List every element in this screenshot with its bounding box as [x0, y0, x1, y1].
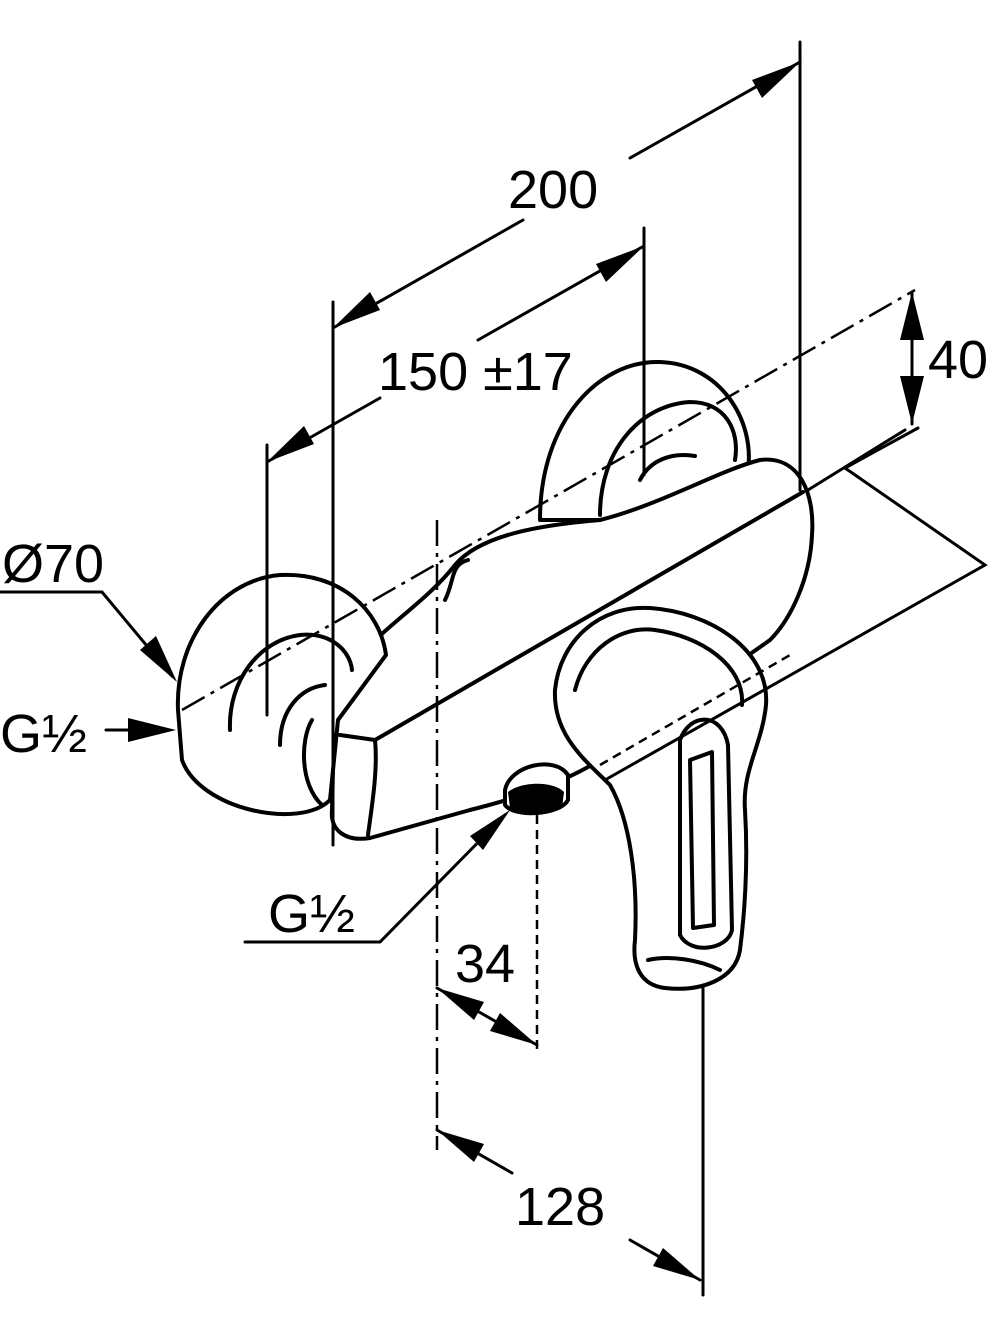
outlet-nut [503, 762, 570, 816]
extension-lines [265, 40, 802, 1297]
wall-plane [603, 466, 988, 782]
dimension-40: 40 [900, 290, 988, 426]
dimension-128-label: 128 [515, 1177, 605, 1237]
dimension-diameter-70: Ø70 [0, 534, 177, 682]
dimension-200: 200 [331, 60, 802, 330]
inlet-thread-label: G½ [0, 704, 87, 764]
dimension-34-label: 34 [455, 934, 515, 994]
diameter-70-label: Ø70 [2, 534, 104, 594]
dimension-inlet-thread: G½ [0, 704, 176, 764]
inlet-axis-line [181, 288, 916, 712]
wall-edge [806, 428, 907, 492]
dimension-outlet-thread: G½ [243, 810, 510, 944]
dimension-150: 150 ±17 [265, 244, 646, 464]
dimension-128: 128 [435, 1128, 702, 1282]
dimension-150-label: 150 ±17 [378, 342, 573, 402]
dimension-200-label: 200 [508, 160, 598, 220]
dimension-34: 34 [435, 934, 539, 1047]
dimension-40-label: 40 [928, 330, 988, 390]
lever-axis-line [599, 653, 791, 767]
outlet-thread-label: G½ [268, 884, 355, 944]
center-lines [181, 288, 916, 1150]
lever-handle [552, 605, 769, 991]
